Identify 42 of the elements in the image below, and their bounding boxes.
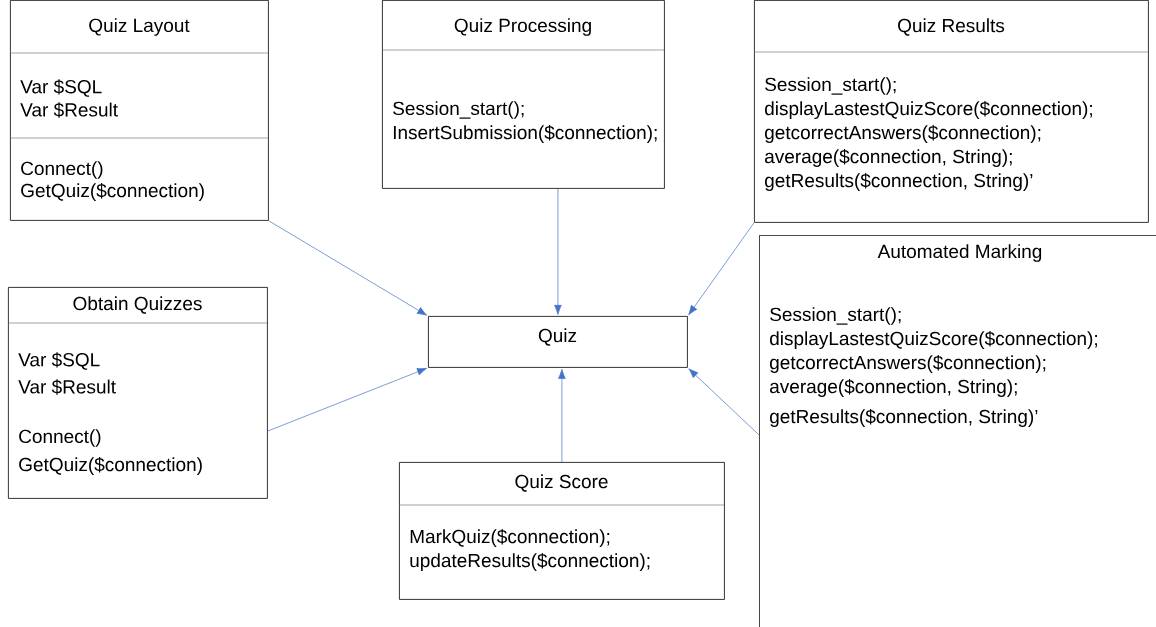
member-line: average($connection, String); — [765, 149, 1012, 167]
member-line: Var $Result — [18, 379, 116, 395]
class-title: Quiz Layout — [89, 18, 190, 36]
member-line: average($connection, String); — [770, 379, 1017, 397]
member-line: MarkQuiz($connection); — [410, 529, 610, 547]
member-line: Session_start(); — [765, 77, 896, 95]
member-line: displayLastestQuizScore($connection); — [765, 101, 1092, 119]
arrow — [558, 368, 566, 463]
member-line: GetQuiz($connection) — [21, 183, 204, 201]
class-title: Automated Marking — [877, 244, 1042, 262]
member-line: Var $SQL — [20, 79, 102, 97]
class-box — [7, 287, 268, 499]
arrow — [267, 368, 427, 432]
class-title: Quiz Results — [898, 18, 1005, 36]
arrow — [554, 188, 562, 315]
member-line: InsertSubmission($connection); — [393, 125, 657, 143]
member-line: GetQuiz($connection) — [19, 457, 202, 475]
class-title: Quiz Score — [515, 474, 608, 492]
arrow — [688, 222, 755, 316]
member-line: getcorrectAnswers($connection); — [765, 125, 1041, 143]
class-box — [759, 235, 1156, 627]
class-title: Quiz Processing — [454, 18, 591, 36]
class-box — [9, 0, 269, 221]
class-box — [381, 0, 665, 189]
member-line: updateResults($connection); — [410, 553, 650, 571]
arrow — [688, 368, 760, 436]
class-box — [398, 462, 725, 600]
member-line: getcorrectAnswers($connection); — [770, 355, 1046, 373]
class-title: Obtain Quizzes — [73, 296, 202, 314]
member-line: Var $SQL — [18, 352, 100, 370]
member-line: Var $Result — [20, 102, 118, 118]
class-title: Quiz — [538, 328, 577, 346]
member-line: Session_start(); — [770, 307, 901, 325]
member-line: Connect() — [19, 429, 101, 447]
member-line: getResults($connection, String)’ — [765, 173, 1033, 191]
class-box — [753, 0, 1149, 223]
member-line: Session_start(); — [393, 101, 524, 119]
arrow — [268, 220, 428, 316]
member-line: getResults($connection, String)’ — [770, 409, 1038, 427]
member-line: displayLastestQuizScore($connection); — [770, 331, 1097, 349]
class-box — [428, 316, 688, 368]
member-line: Connect() — [21, 161, 103, 179]
